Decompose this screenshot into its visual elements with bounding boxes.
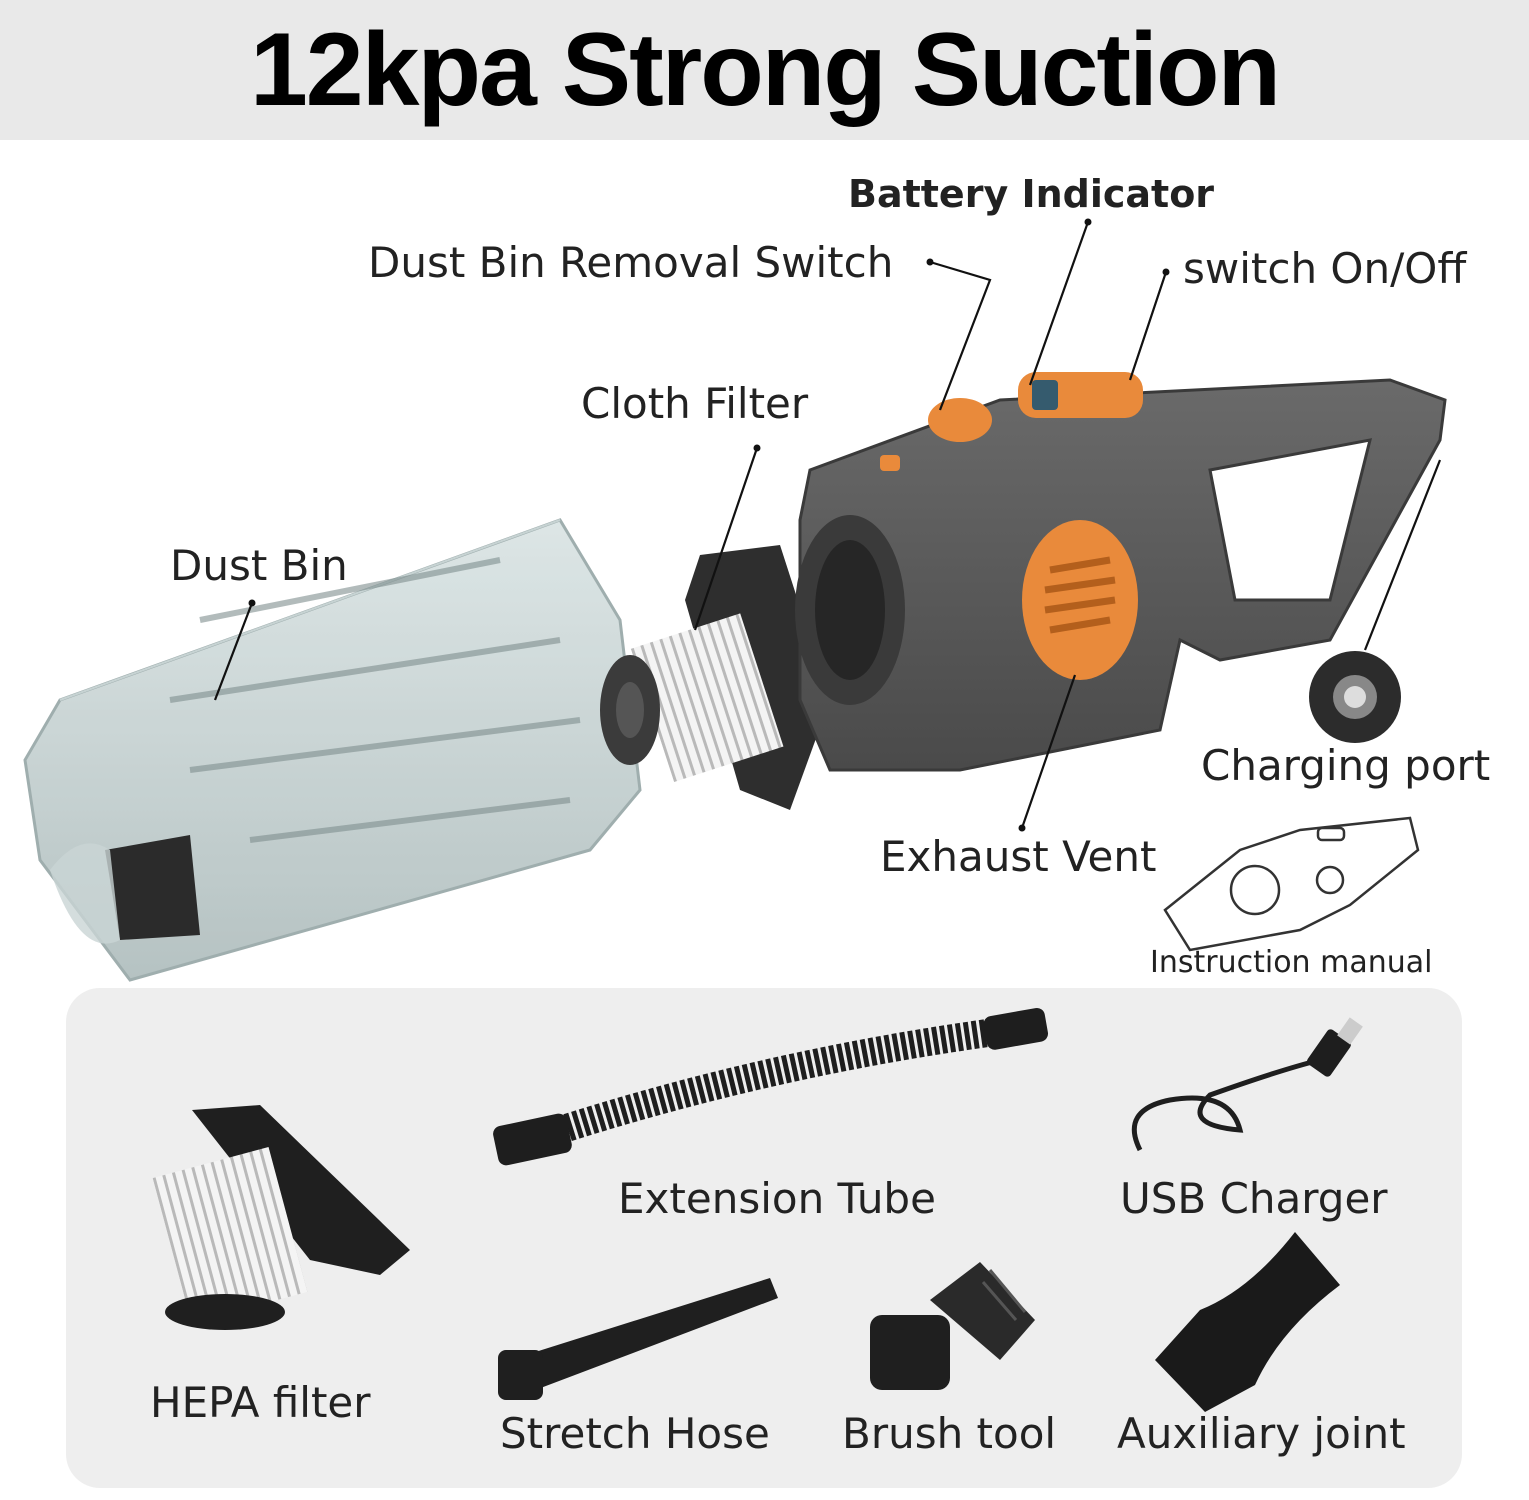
cloth-filter-image <box>600 545 830 810</box>
label-dust-bin-removal-switch: Dust Bin Removal Switch <box>368 238 894 287</box>
stretch-hose-image <box>498 1278 778 1400</box>
label-auxiliary-joint: Auxiliary joint <box>1117 1409 1406 1458</box>
instruction-manual-image <box>1163 816 1420 952</box>
label-dust-bin: Dust Bin <box>170 541 348 590</box>
label-battery-indicator: Battery Indicator <box>848 172 1215 216</box>
label-hepa-filter: HEPA filter <box>150 1378 371 1427</box>
brush-tool-image <box>870 1262 1035 1390</box>
title-banner <box>0 0 1529 140</box>
page-title: 12kpa Strong Suction <box>249 12 1281 128</box>
label-brush-tool: Brush tool <box>842 1409 1057 1458</box>
label-charging-port: Charging port <box>1201 741 1491 790</box>
vacuum-body-image <box>795 372 1447 772</box>
extension-tube-image <box>493 1007 1049 1166</box>
charging-port-image <box>1309 651 1401 743</box>
label-switch-on-off: switch On/Off <box>1183 244 1467 293</box>
label-stretch-hose: Stretch Hose <box>500 1409 770 1458</box>
usb-charger-image <box>1131 1017 1363 1152</box>
auxiliary-joint-image <box>1155 1232 1340 1412</box>
label-exhaust-vent: Exhaust Vent <box>880 832 1157 881</box>
label-cloth-filter: Cloth Filter <box>581 379 809 428</box>
label-usb-charger: USB Charger <box>1120 1174 1388 1223</box>
hepa-filter-image <box>152 1105 410 1330</box>
label-instruction-manual: Instruction manual <box>1150 945 1433 980</box>
label-extension-tube: Extension Tube <box>618 1174 936 1223</box>
